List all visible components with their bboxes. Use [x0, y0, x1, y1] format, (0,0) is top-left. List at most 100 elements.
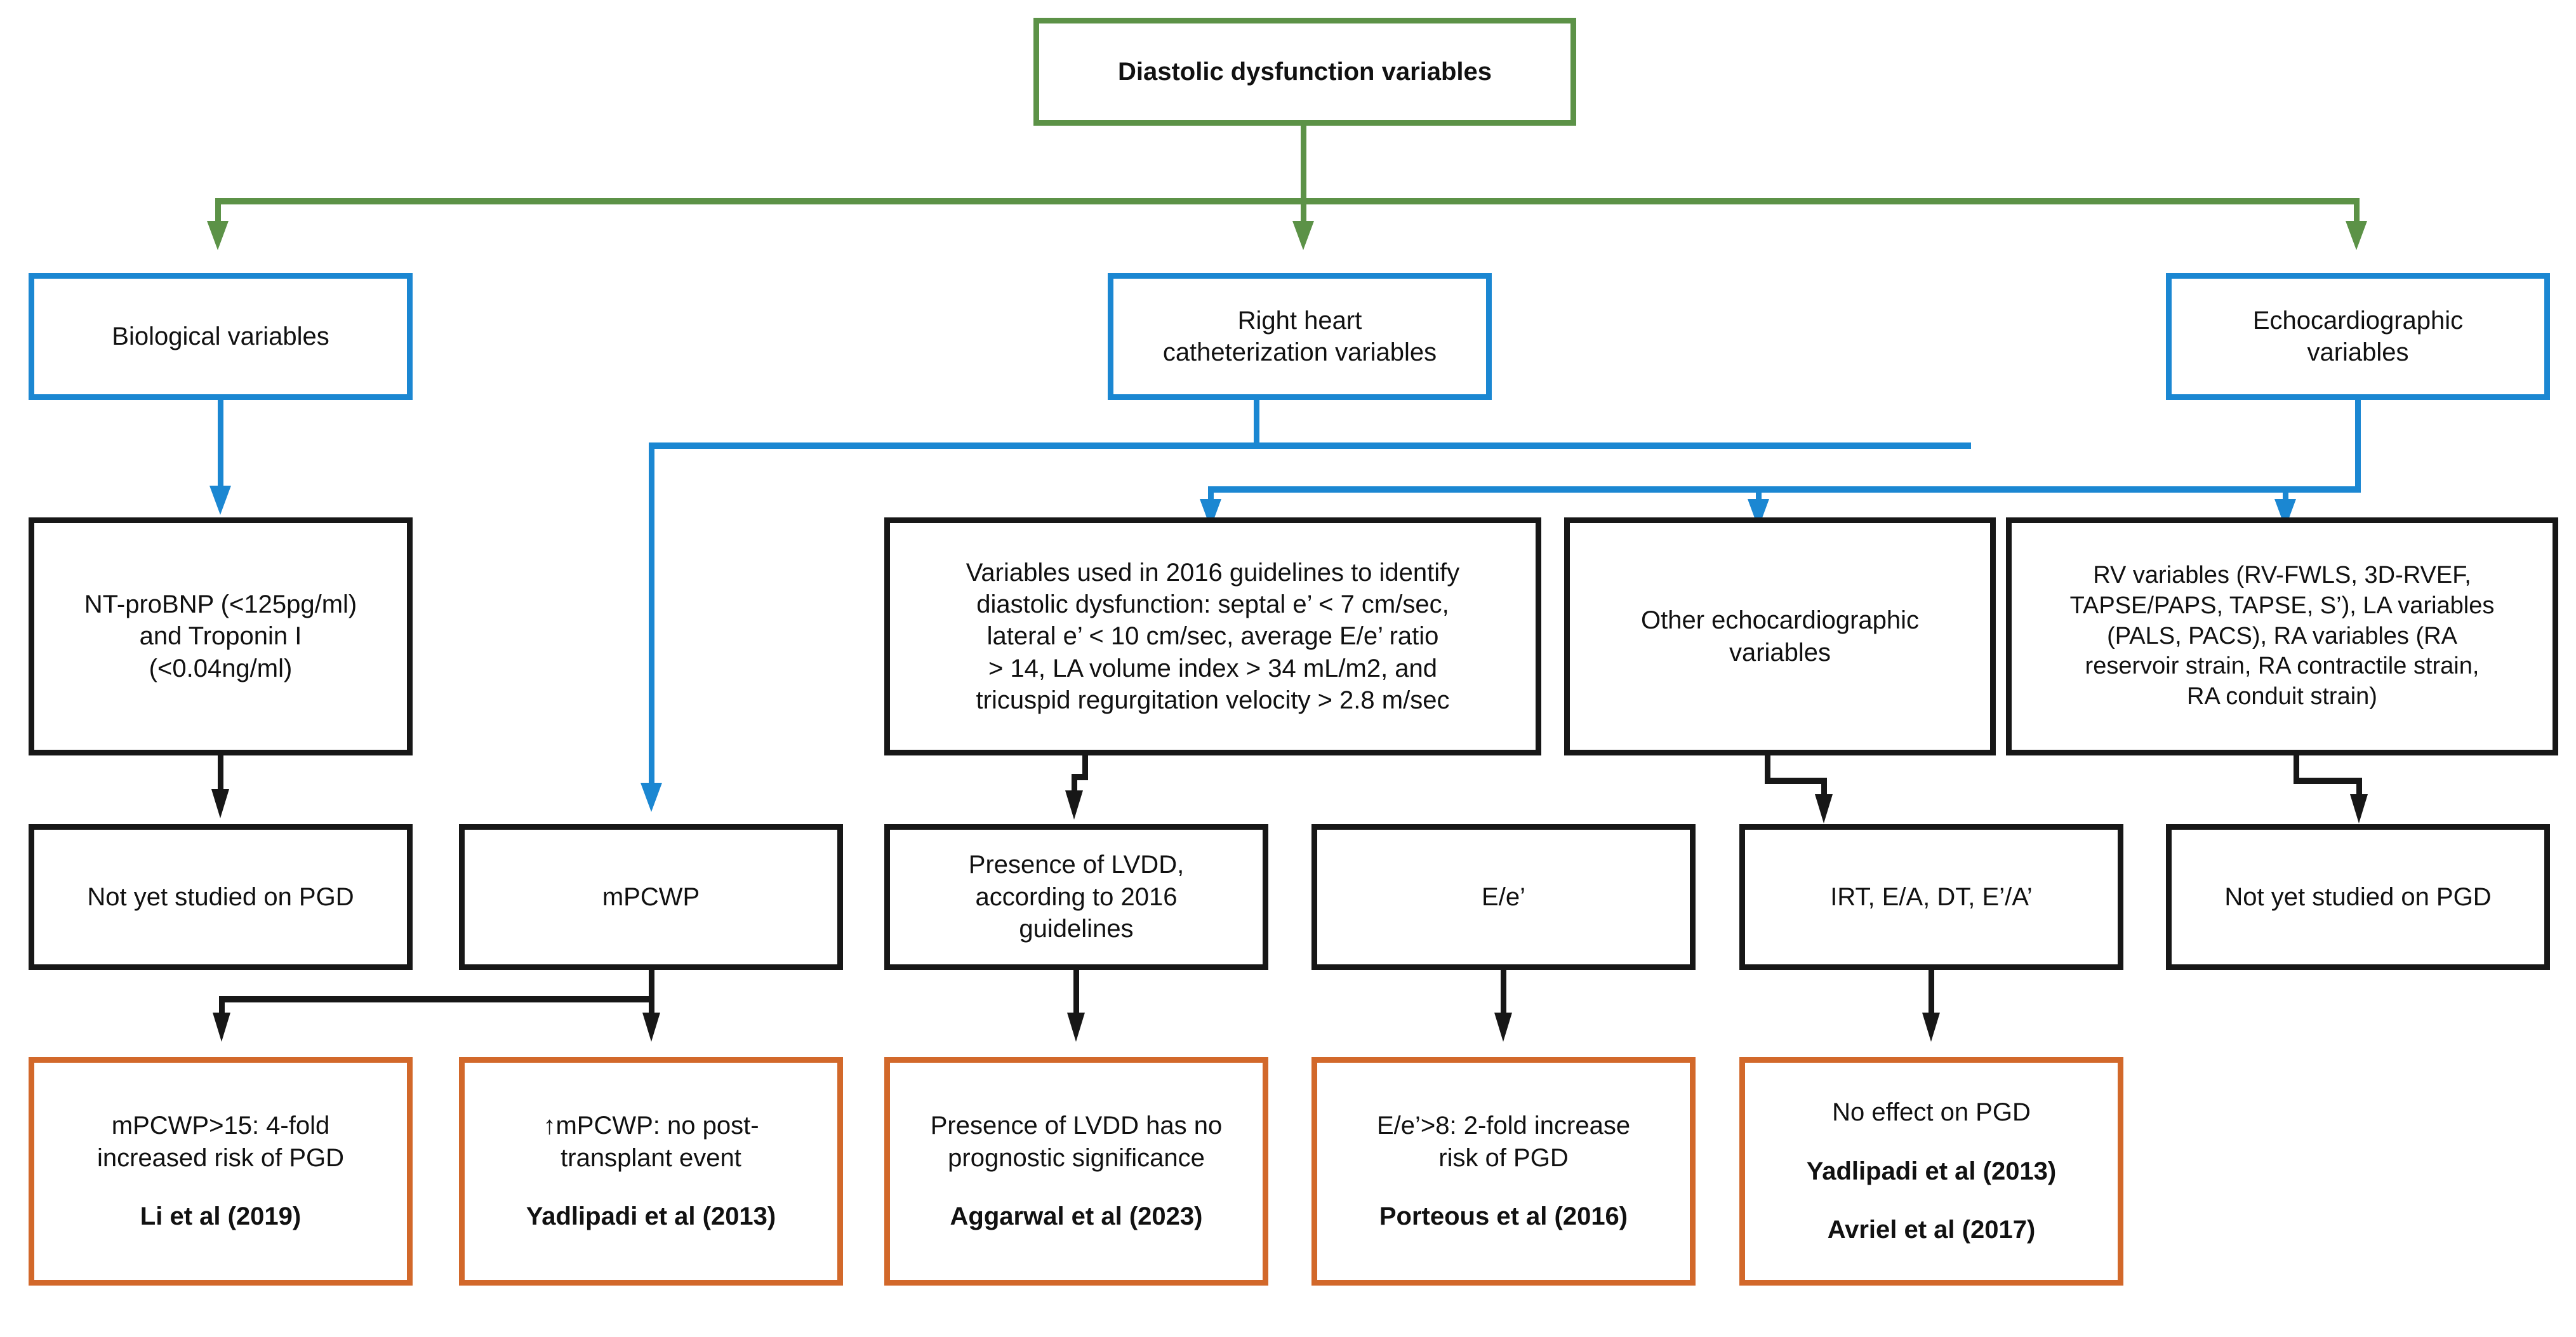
connector-echo-stem: [2355, 400, 2361, 492]
node-mpcwp: mPCWP: [459, 824, 843, 970]
outcome-line1: E/e’>8: 2-fold increase: [1376, 1112, 1631, 1140]
connector-lvdd-stem: [1073, 970, 1079, 1013]
node-label: IRT, E/A, DT, E’/A’: [1830, 882, 2033, 911]
arrowhead-to-biomarkers: [209, 486, 231, 515]
connector-rv-run: [2294, 778, 2362, 784]
node-label: Diastolic dysfunction variables: [1117, 57, 1492, 86]
connector-rhc-stem: [1254, 400, 1259, 448]
arrowhead-to-outcome-porteous: [1494, 1013, 1512, 1042]
node-label-line2: catheterization variables: [1162, 338, 1437, 366]
outcome-citation-1: Yadlipadi et al (2013): [1806, 1157, 2057, 1185]
node-label-line1: NT-proBNP (<125pg/ml): [84, 590, 357, 618]
arrowhead-to-mpcwp: [641, 783, 662, 812]
connector-root-stem: [1301, 126, 1306, 198]
node-presence-of-lvdd: Presence of LVDD, according to 2016 guid…: [884, 824, 1268, 970]
connector-rhc-down-to-mpcwp: [649, 442, 654, 783]
node-label-line1: Other echocardiographic: [1640, 606, 1920, 635]
connector-echo-drop-left: [1208, 486, 1214, 500]
node-label-line2: variables: [2307, 338, 2409, 366]
node-label-line1: RV variables (RV-FWLS, 3D-RVEF,: [2093, 561, 2471, 589]
connector-biomarkers-stem: [218, 755, 223, 789]
arrowhead-to-outcome-yadlipadi-rhc: [642, 1013, 660, 1042]
node-label: E/e’: [1482, 882, 1525, 911]
node-biological-variables: Biological variables: [29, 273, 413, 400]
connector-rv-down: [2356, 778, 2362, 794]
connector-guidelines-stem: [1082, 755, 1088, 780]
connector-root-bus: [215, 198, 2360, 204]
node-label-line3: (PALS, PACS), RA variables (RA: [2107, 622, 2457, 649]
node-label: mPCWP: [602, 882, 700, 911]
connector-mpcwp-left-run: [219, 996, 654, 1002]
outcome-citation: Aggarwal et al (2023): [950, 1202, 1203, 1231]
node-echocardiographic-variables: Echocardiographic variables: [2166, 273, 2550, 400]
outcome-line1: ↑mPCWP: no post-: [543, 1112, 759, 1140]
node-label-line2: and Troponin I: [139, 622, 302, 651]
node-2016-guidelines-variables: Variables used in 2016 guidelines to ide…: [884, 517, 1541, 755]
connector-mpcwp-self-down: [649, 996, 654, 1013]
outcome-line1: Presence of LVDD has no: [930, 1112, 1223, 1140]
connector-root-drop-mid: [1301, 198, 1306, 221]
connector-other-echo-run: [1765, 778, 1827, 784]
arrowhead-to-rhc: [1292, 221, 1314, 250]
node-outcome-li-2019: mPCWP>15: 4-fold increased risk of PGD L…: [29, 1057, 413, 1286]
node-label-line1: Variables used in 2016 guidelines to ide…: [966, 558, 1460, 587]
outcome-line2: increased risk of PGD: [96, 1143, 345, 1172]
arrowhead-to-outcome-aggarwal: [1067, 1013, 1085, 1042]
connector-guidelines-down: [1072, 774, 1077, 790]
node-outcome-aggarwal-2023: Presence of LVDD has no prognostic signi…: [884, 1057, 1268, 1286]
node-label: Biological variables: [112, 322, 329, 350]
connector-root-drop-right: [2354, 198, 2360, 221]
node-label-line3: guidelines: [1019, 915, 1134, 943]
connector-other-echo-down: [1821, 778, 1827, 794]
node-rv-la-ra-variables: RV variables (RV-FWLS, 3D-RVEF, TAPSE/PA…: [2006, 517, 2558, 755]
node-label-line3: lateral e’ < 10 cm/sec, average E/e’ rat…: [986, 622, 1439, 651]
arrowhead-to-lvdd: [1065, 790, 1083, 820]
node-label: Not yet studied on PGD: [2224, 882, 2492, 911]
connector-echo-drop-mid: [1756, 486, 1762, 500]
node-outcome-yadlipadi-2013-rhc: ↑mPCWP: no post- transplant event Yadlip…: [459, 1057, 843, 1286]
node-label-line5: RA conduit strain): [2187, 683, 2377, 710]
node-right-heart-catheterization-variables: Right heart catheterization variables: [1108, 273, 1492, 400]
arrowhead-to-echo-none: [2350, 794, 2368, 823]
node-bio-not-yet-studied: Not yet studied on PGD: [29, 824, 413, 970]
connector-rv-stem: [2294, 755, 2299, 783]
arrowhead-to-biological: [207, 221, 229, 250]
node-outcome-no-effect-on-pgd: No effect on PGD Yadlipadi et al (2013) …: [1739, 1057, 2123, 1286]
arrowhead-to-outcome-no-effect: [1922, 1013, 1940, 1042]
node-irt-ea-dt-eprime-aprime: IRT, E/A, DT, E’/A’: [1739, 824, 2123, 970]
connector-rhc-left-run: [649, 442, 1259, 449]
node-nt-probnp-troponin: NT-proBNP (<125pg/ml) and Troponin I (<0…: [29, 517, 413, 755]
outcome-line2: prognostic significance: [948, 1143, 1205, 1172]
connector-irt-stem: [1929, 970, 1934, 1013]
node-echo-not-yet-studied: Not yet studied on PGD: [2166, 824, 2550, 970]
node-other-echocardiographic-variables: Other echocardiographic variables: [1564, 517, 1996, 755]
node-label-line3: (<0.04ng/ml): [149, 654, 293, 682]
node-label-line2: TAPSE/PAPS, TAPSE, S’), LA variables: [2069, 592, 2495, 619]
connector-other-echo-stem: [1765, 755, 1770, 783]
node-label-line1: Right heart: [1237, 306, 1362, 335]
connector-biological-stem: [218, 400, 223, 486]
outcome-line2: risk of PGD: [1438, 1143, 1569, 1172]
connector-rhc-right-run: [1254, 442, 1971, 449]
arrowhead-to-bio-none: [211, 789, 229, 818]
connector-mpcwp-left-down: [219, 996, 225, 1013]
connector-root-drop-left: [215, 198, 221, 221]
node-label: Not yet studied on PGD: [87, 882, 354, 911]
outcome-citation: Porteous et al (2016): [1379, 1202, 1628, 1231]
node-label-line4: reservoir strain, RA contractile strain,: [2085, 653, 2480, 680]
node-label-line5: tricuspid regurgitation velocity > 2.8 m…: [976, 686, 1450, 715]
outcome-citation: Yadlipadi et al (2013): [526, 1202, 776, 1231]
node-label-line1: Echocardiographic: [2252, 306, 2464, 335]
node-label-line2: variables: [1729, 638, 1831, 667]
outcome-line1: No effect on PGD: [1832, 1098, 2031, 1127]
arrowhead-to-outcome-li: [213, 1013, 230, 1042]
connector-mpcwp-stem: [649, 970, 654, 1002]
node-label-line1: Presence of LVDD,: [968, 851, 1185, 879]
outcome-citation: Li et al (2019): [140, 1202, 302, 1231]
node-e-over-e-prime: E/e’: [1311, 824, 1696, 970]
connector-guidelines-run: [1072, 774, 1088, 780]
outcome-line1: mPCWP>15: 4-fold: [111, 1112, 330, 1140]
connector-echo-bus: [1208, 486, 2361, 493]
node-outcome-porteous-2016: E/e’>8: 2-fold increase risk of PGD Port…: [1311, 1057, 1696, 1286]
